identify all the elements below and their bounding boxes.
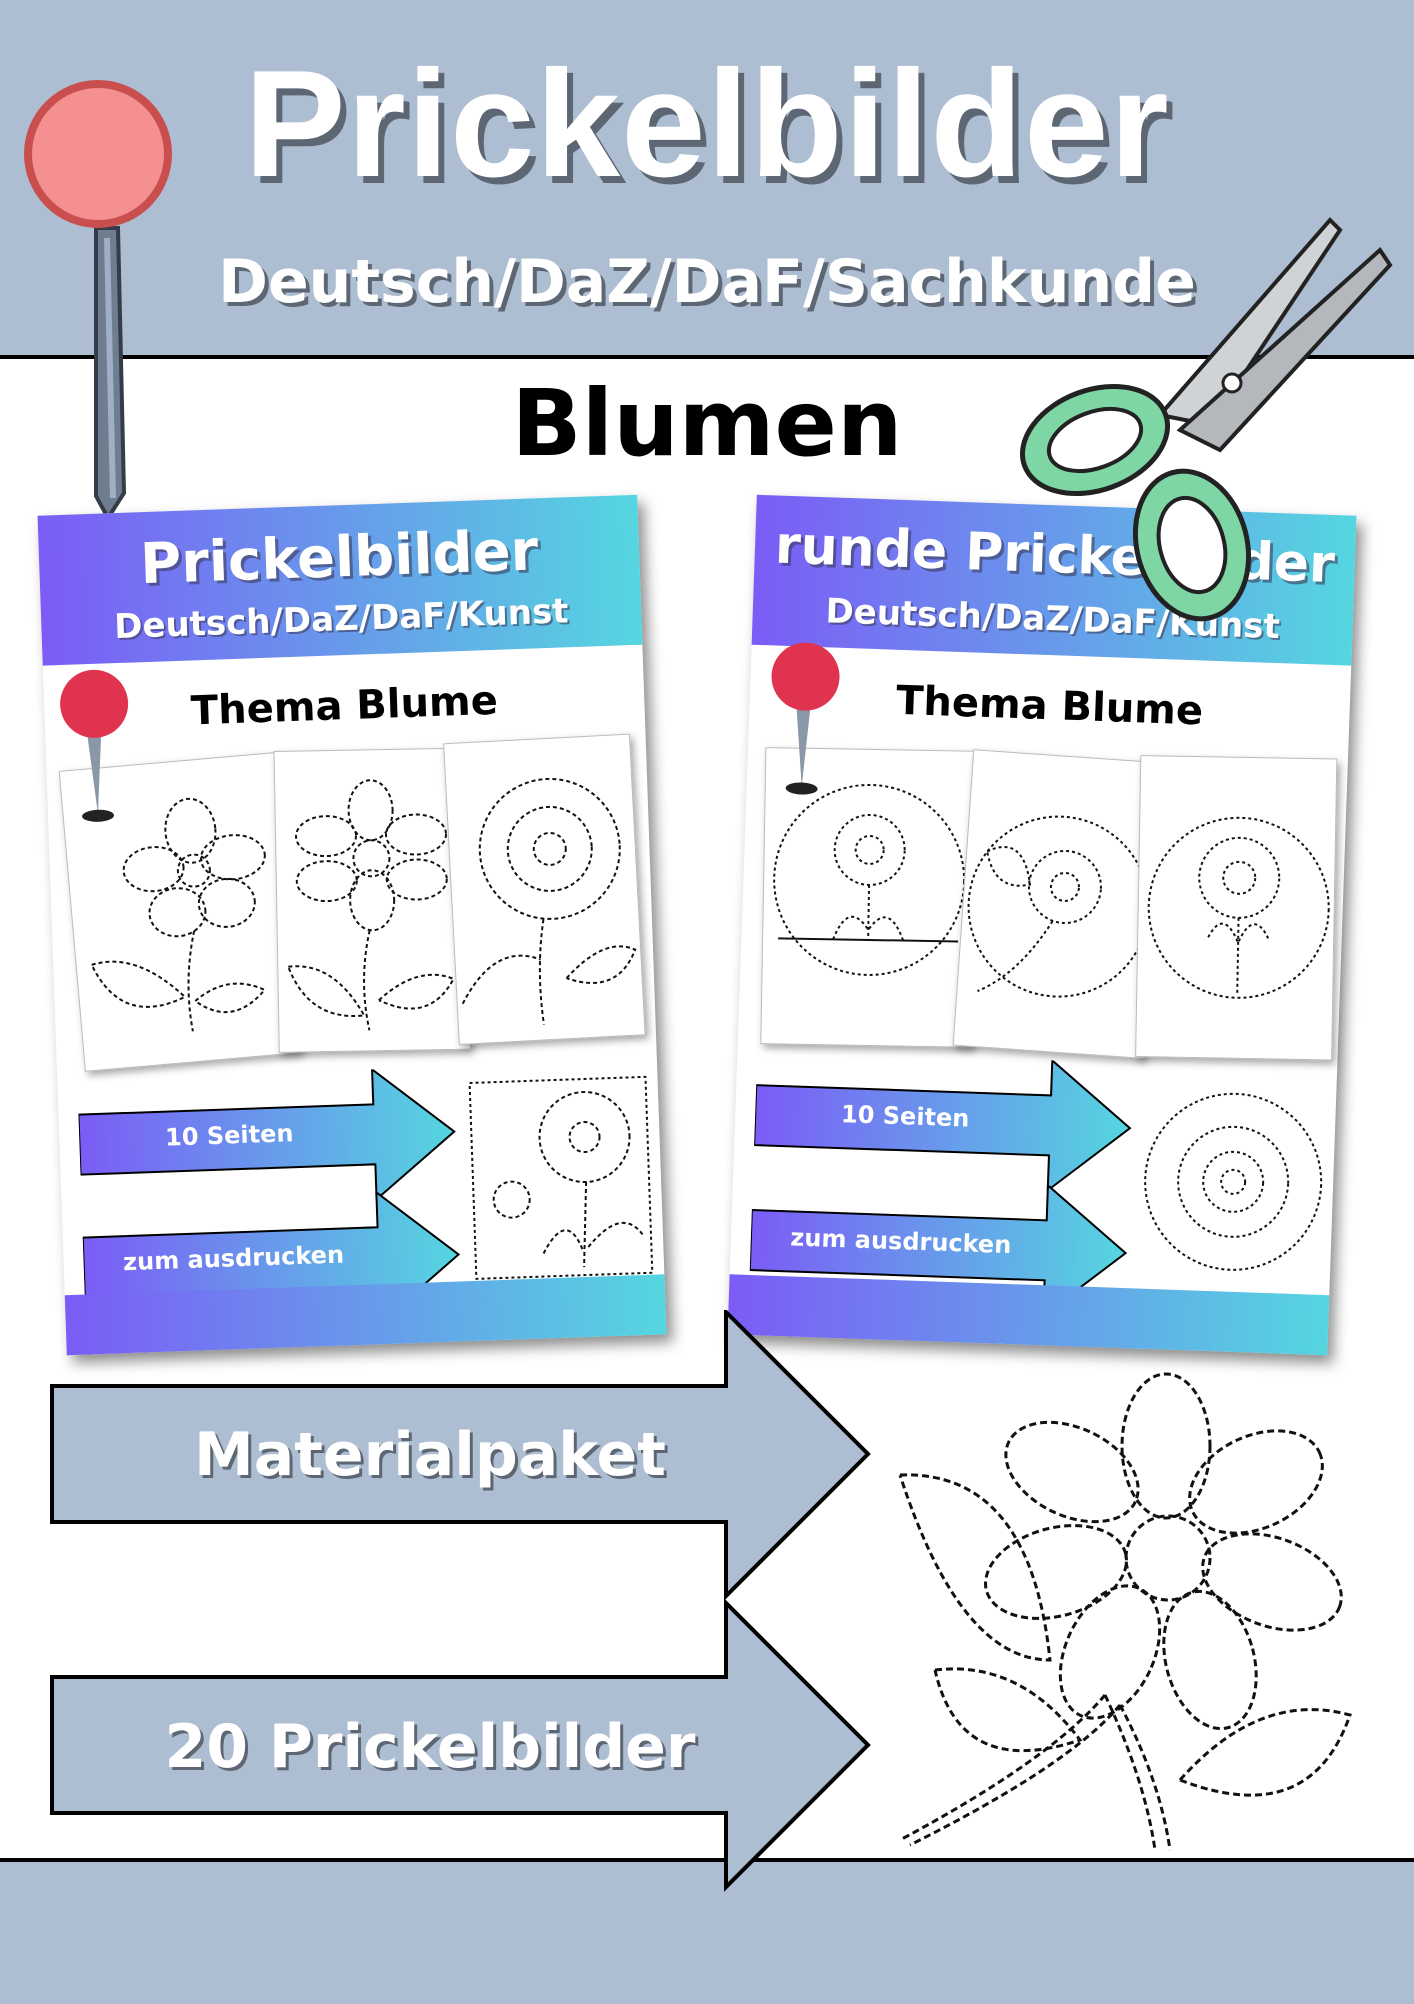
preview-sheet: [952, 749, 1165, 1059]
info-arrow: [77, 1067, 456, 1202]
topic-title: Blumen: [511, 370, 903, 477]
info-arrow: [748, 1183, 1128, 1318]
banner-label-count: 20 Prickelbilder: [164, 1712, 696, 1782]
push-pin-icon: [24, 80, 172, 518]
push-pin-icon: [60, 669, 129, 822]
flower-icon: [468, 1075, 654, 1280]
preview-sheet: [1135, 755, 1338, 1061]
scissors-icon: [1019, 217, 1393, 622]
flower-icon: [1144, 1092, 1323, 1271]
preview-sheet: [58, 752, 302, 1072]
main-title: Prickelbilder: [244, 39, 1170, 209]
push-pin-icon: [771, 642, 840, 795]
product-card-round: runde Prickelbilder Deutsch/DaZ/DaF/Kuns…: [727, 494, 1357, 1356]
flower-icon: [90, 797, 267, 1032]
flower-icon: [461, 777, 637, 1025]
banner-arrows: [50, 1310, 871, 1892]
flower-icon: [1147, 816, 1330, 999]
info-arrow: [753, 1058, 1132, 1193]
footer-band: [0, 1858, 1414, 2004]
banner-label-materialpaket: Materialpaket: [194, 1420, 666, 1490]
preview-sheet: [273, 747, 471, 1053]
main-subtitle: Deutsch/DaZ/DaF/Sachkunde: [218, 247, 1196, 317]
flower-icon: [287, 779, 455, 1031]
flower-icon: [898, 1372, 1352, 1851]
preview-sheet: [443, 733, 646, 1045]
flower-icon: [967, 815, 1150, 998]
product-card-classic: Prickelbilder Deutsch/DaZ/DaF/Kunst Them…: [37, 494, 667, 1356]
header-band: [0, 0, 1414, 359]
